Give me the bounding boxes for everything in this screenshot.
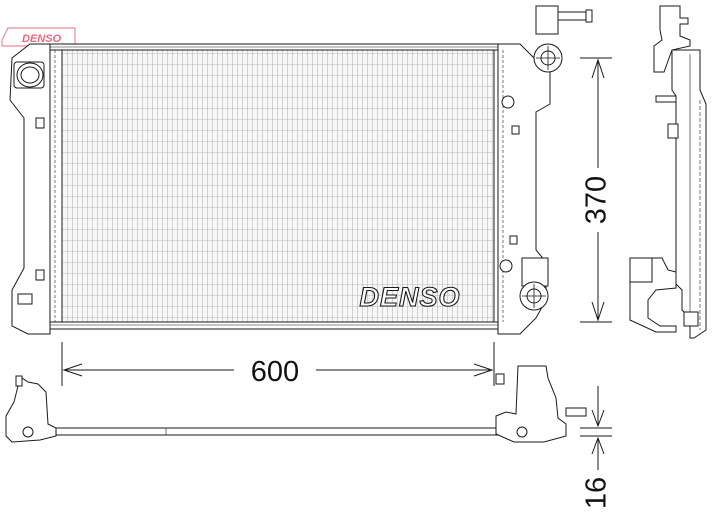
upper-outlet-pipe [533, 43, 563, 73]
left-inlet-pipe [13, 61, 45, 89]
width-dimension [61, 342, 495, 386]
lower-outlet-pipe [519, 257, 549, 311]
depth-dimension [580, 386, 612, 470]
filler-neck [535, 5, 593, 35]
depth-dimension-label: 16 [581, 477, 613, 509]
radiator-core [61, 49, 495, 323]
bottom-header-rail [49, 321, 499, 330]
height-dimension [580, 57, 612, 323]
width-dimension-label: 600 [251, 356, 299, 388]
left-mount-upper [35, 117, 45, 129]
left-tank [9, 43, 51, 335]
right-mount-lower [499, 259, 513, 273]
left-drain-stub [17, 293, 33, 305]
side-mount-upper [655, 95, 677, 103]
left-mount-lower [35, 269, 45, 281]
top-view-body [47, 427, 503, 436]
top-view [5, 365, 587, 443]
side-view [629, 5, 707, 339]
side-tank-body [671, 49, 707, 339]
corner-logo: DENSO [1, 27, 76, 47]
core-brand-text: DENSO [359, 282, 460, 312]
top-view-right-tank [495, 365, 567, 443]
top-view-filler-stub [565, 407, 587, 417]
side-filler-neck [653, 5, 691, 73]
front-view: DENSO [9, 5, 593, 335]
corner-logo-text: DENSO [22, 33, 62, 45]
right-mount-upper [501, 95, 515, 109]
height-dimension-label: 370 [581, 176, 613, 224]
